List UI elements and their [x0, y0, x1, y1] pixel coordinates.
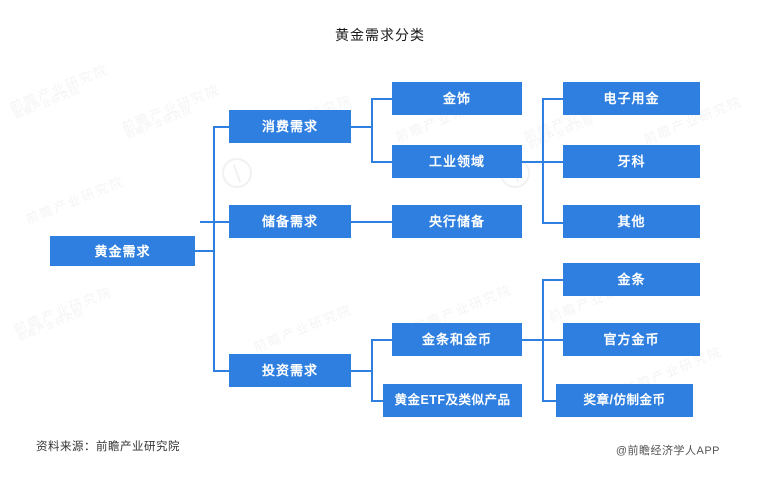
node-electronics-gold[interactable]: 电子用金 — [563, 82, 700, 115]
connector-investment-stub — [350, 370, 372, 372]
node-reserve-demand[interactable]: 储备需求 — [229, 205, 351, 238]
node-other[interactable]: 其他 — [563, 205, 700, 238]
watermark: 前瞻产业研究院 — [118, 79, 222, 136]
node-official-coin[interactable]: 官方金币 — [563, 323, 700, 356]
connector-investment-to-gold-etf — [371, 400, 393, 402]
watermark: 前瞻产业研究院 — [22, 171, 126, 228]
connector-root-to-reserve — [200, 221, 231, 223]
chart-title: 黄金需求分类 — [335, 27, 425, 43]
connector-bars-coins-to-official-coin — [542, 339, 564, 341]
node-gold-demand[interactable]: 黄金需求 — [50, 236, 195, 266]
watermark: 前瞻产业研究院 — [10, 281, 114, 338]
connector-root-stub — [194, 250, 214, 252]
connector-bars-coins-to-medal-replica — [542, 400, 564, 402]
connector-root-to-investment — [213, 370, 231, 372]
watermark: 前瞻产业研究院 — [16, 307, 86, 343]
watermark: 前瞻产业研究院 — [250, 299, 354, 356]
node-medal-replica-coin[interactable]: 奖章/仿制金币 — [556, 384, 693, 417]
connector-industrial-to-other — [542, 222, 564, 224]
source-note: 资料来源：前瞻产业研究院 — [36, 441, 180, 453]
connector-root-to-consumption — [213, 126, 231, 128]
connector-root-spine — [213, 127, 215, 371]
connector-investment-spine — [371, 340, 373, 402]
node-bars-and-coins[interactable]: 金条和金币 — [392, 323, 522, 356]
watermark: 前瞻产业研究院 — [124, 105, 194, 141]
node-gold-bar[interactable]: 金条 — [563, 263, 700, 296]
node-central-bank-reserve[interactable]: 央行储备 — [392, 205, 522, 238]
watermark: 前瞻产业研究院 — [6, 59, 110, 116]
node-dental[interactable]: 牙科 — [563, 145, 700, 178]
watermark: 前瞻产业研究院 — [12, 85, 82, 121]
connector-bars-coins-to-gold-bar — [542, 279, 564, 281]
node-consumption-demand[interactable]: 消费需求 — [229, 110, 351, 143]
connector-consumption-stub — [350, 126, 372, 128]
connector-investment-to-bars-coins — [371, 339, 393, 341]
connector-consumption-spine — [371, 99, 373, 163]
connector-bars-coins-stub — [521, 339, 543, 341]
node-jewelry[interactable]: 金饰 — [392, 82, 522, 115]
attribution-note: @前瞻经济学人APP — [615, 445, 720, 457]
watermark-logo-icon — [222, 158, 252, 188]
connector-consumption-to-industrial — [371, 161, 393, 163]
connector-industrial-to-electronics — [542, 98, 564, 100]
connector-industrial-to-dental — [542, 161, 564, 163]
connector-consumption-to-jewelry — [371, 98, 393, 100]
connector-reserve-to-central-bank — [350, 221, 393, 223]
node-investment-demand[interactable]: 投资需求 — [229, 354, 351, 387]
connector-industrial-stub — [521, 161, 543, 163]
node-industrial[interactable]: 工业领域 — [392, 145, 522, 178]
node-gold-etf[interactable]: 黄金ETF及类似产品 — [383, 384, 522, 417]
